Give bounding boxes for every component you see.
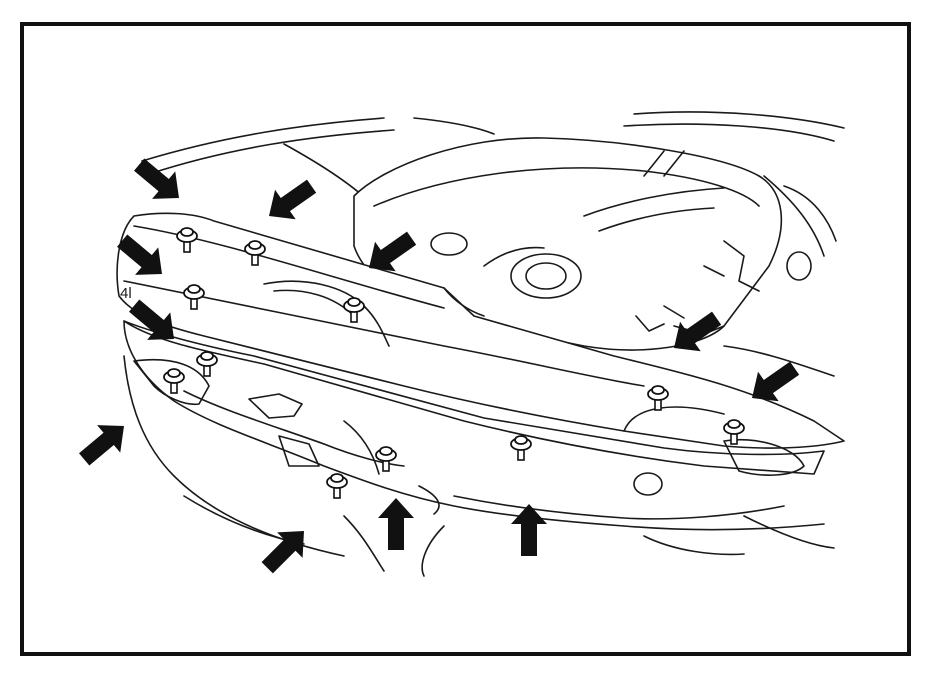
fender-lines (141, 117, 495, 207)
pointer-arrow-icon (378, 498, 414, 550)
engine-cover-diagram: 4l (79, 111, 845, 577)
pointer-arrow-icon (79, 425, 124, 466)
pointer-arrow-icon (134, 158, 179, 199)
pointer-arrow-icon (117, 234, 162, 275)
figure-frame: 4l (20, 22, 911, 656)
clip-fastener (244, 240, 266, 266)
pointer-arrow-icon (674, 311, 722, 352)
pointer-arrow-icon (752, 361, 800, 402)
pointer-arrow-icon (129, 299, 174, 340)
lower-panel (123, 320, 825, 527)
arrows-group (79, 158, 800, 574)
pointer-arrow-icon (511, 504, 547, 556)
clip-fastener (163, 368, 185, 394)
engine-cover (353, 137, 783, 351)
clip-fastener (176, 227, 198, 253)
clip-fastener (326, 473, 348, 499)
pointer-arrow-icon (269, 179, 317, 220)
callout-label: 4l (120, 285, 132, 302)
pointer-arrow-icon (369, 231, 417, 272)
pointer-arrow-icon (261, 531, 304, 574)
clips-group (163, 227, 745, 499)
clip-fastener (647, 385, 669, 411)
clip-fastener (510, 435, 532, 461)
clip-fastener (196, 351, 218, 377)
clip-fastener (375, 446, 397, 472)
clip-fastener (723, 419, 745, 445)
clip-fastener (183, 284, 205, 310)
clip-fastener (343, 297, 365, 323)
